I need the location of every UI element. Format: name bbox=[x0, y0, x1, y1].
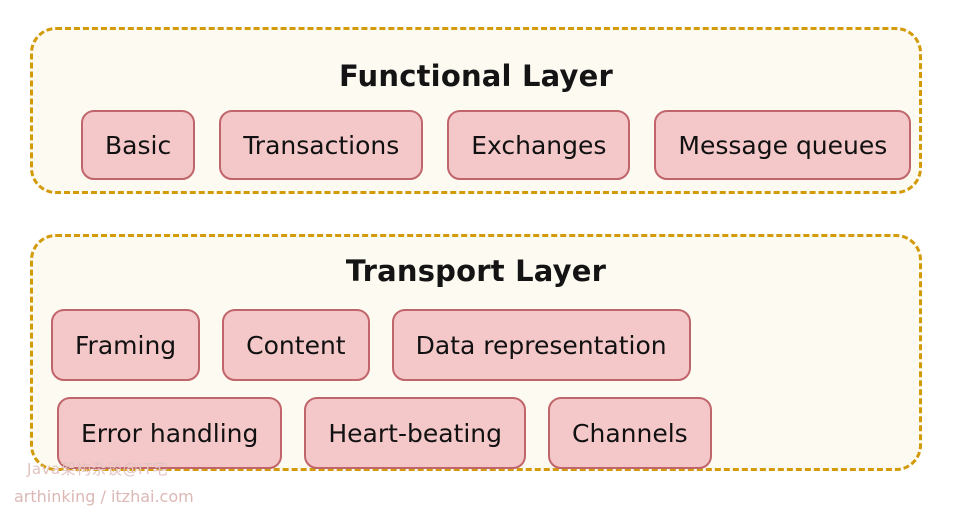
layer-functional-title: Functional Layer bbox=[338, 59, 614, 93]
pill-label: Error handling bbox=[81, 418, 259, 448]
pill-framing[interactable]: Framing bbox=[51, 309, 201, 381]
layer-transport-title: Transport Layer bbox=[345, 254, 607, 288]
pill-data-representation[interactable]: Data representation bbox=[391, 309, 691, 381]
pill-label: Channels bbox=[572, 418, 688, 448]
layer-functional-row-1: Basic Transactions Exchanges Message que… bbox=[81, 110, 912, 180]
pill-message-queues[interactable]: Message queues bbox=[654, 110, 912, 180]
pill-label: Message queues bbox=[678, 130, 888, 160]
pill-label: Data representation bbox=[415, 330, 667, 360]
pill-label: Exchanges bbox=[471, 130, 607, 160]
pill-label: Framing bbox=[75, 330, 177, 360]
pill-label: Content bbox=[246, 330, 346, 360]
pill-label: Transactions bbox=[243, 130, 400, 160]
pill-label: Basic bbox=[105, 130, 172, 160]
pill-transactions[interactable]: Transactions bbox=[219, 110, 424, 180]
pill-content[interactable]: Content bbox=[222, 309, 370, 381]
pill-basic[interactable]: Basic bbox=[81, 110, 196, 180]
pill-error-handling[interactable]: Error handling bbox=[57, 397, 283, 469]
watermark-site: arthinking / itzhai.com bbox=[14, 487, 194, 506]
pill-label: Heart-beating bbox=[328, 418, 503, 448]
layer-transport: Transport Layer Framing Content Data rep… bbox=[30, 234, 922, 471]
layer-functional: Functional Layer Basic Transactions Exch… bbox=[30, 27, 922, 194]
pill-heart-beating[interactable]: Heart-beating bbox=[304, 397, 527, 469]
pill-channels[interactable]: Channels bbox=[548, 397, 712, 469]
layer-transport-row-2: Error handling Heart-beating Channels bbox=[57, 397, 712, 469]
layer-transport-row-1: Framing Content Data representation bbox=[51, 309, 691, 381]
pill-exchanges[interactable]: Exchanges bbox=[447, 110, 631, 180]
